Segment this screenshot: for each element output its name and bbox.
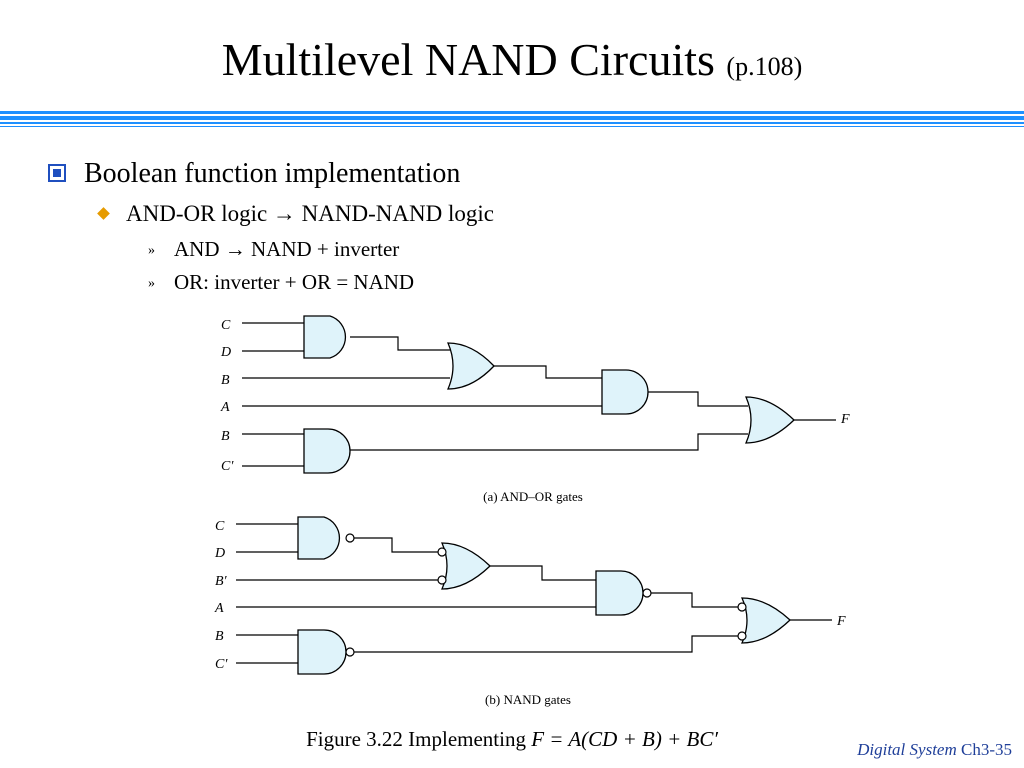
circuit-a: C D B A B C′ F (a) AND–OR gates xyxy=(220,315,850,504)
inversion-bubble xyxy=(737,631,747,641)
inversion-bubble xyxy=(345,533,355,543)
inversion-bubble xyxy=(437,575,447,585)
square-bullet-icon xyxy=(48,164,66,182)
input-label: D xyxy=(214,546,225,561)
inversion-bubble xyxy=(345,647,355,657)
title-divider xyxy=(0,111,1024,127)
chevron-bullet-icon: » xyxy=(148,276,155,291)
input-label: B xyxy=(221,373,230,388)
output-label: F xyxy=(840,412,850,427)
nand-gate xyxy=(595,570,644,616)
nand-gate xyxy=(297,516,341,560)
figure-caption-b: (b) NAND gates xyxy=(485,692,571,707)
input-label: A xyxy=(220,400,230,415)
figure-caption-a: (a) AND–OR gates xyxy=(483,489,583,504)
and-gate xyxy=(601,369,649,415)
circuit-b: C D B′ A B C′ F (b) NAND gates xyxy=(214,516,846,707)
inversion-bubble xyxy=(642,588,652,598)
bullet-level3-text: AND → NAND + inverter xyxy=(174,237,400,261)
bullet-level2: AND-OR logic → NAND-NAND logic xyxy=(97,200,494,228)
input-label: C xyxy=(221,318,231,333)
bullet-level3-item: » OR: inverter + OR = NAND xyxy=(148,269,414,295)
input-label: C xyxy=(215,519,225,534)
bullet-level2-text: AND-OR logic → NAND-NAND logic xyxy=(126,201,494,226)
chevron-bullet-icon: » xyxy=(148,243,155,258)
and-gate xyxy=(303,428,351,474)
input-label: C′ xyxy=(215,657,228,672)
inversion-bubble xyxy=(437,547,447,557)
and-gate xyxy=(303,315,347,359)
bullet-level1: Boolean function implementation xyxy=(48,158,460,190)
bullet-level3-text: OR: inverter + OR = NAND xyxy=(174,270,415,294)
figure-caption-expression: F = A(CD + B) + BC′ xyxy=(531,727,718,751)
title-text: Multilevel NAND Circuits xyxy=(221,34,715,85)
title-reference: (p.108) xyxy=(726,52,803,81)
bullet-level3-item: » AND → NAND + inverter xyxy=(148,236,399,262)
figure-caption: Figure 3.22 Implementing F = A(CD + B) +… xyxy=(0,727,1024,752)
input-label: D xyxy=(220,345,231,360)
page-title: Multilevel NAND Circuits (p.108) xyxy=(0,30,1024,97)
nand-gate xyxy=(297,629,347,675)
input-label: C′ xyxy=(221,459,234,474)
or-gate-inverted-inputs xyxy=(740,597,791,644)
input-label: B xyxy=(215,629,224,644)
input-label: B xyxy=(221,429,230,444)
inversion-bubble xyxy=(737,602,747,612)
bullet-level1-text: Boolean function implementation xyxy=(84,158,461,189)
input-label: B′ xyxy=(215,574,228,589)
footer-page-number: Ch3-35 xyxy=(961,740,1012,759)
output-label: F xyxy=(836,614,846,629)
input-label: A xyxy=(214,601,224,616)
footer-course: Digital System xyxy=(857,740,957,759)
footer: Digital System Ch3-35 xyxy=(857,740,1012,760)
figure-caption-prefix: Figure 3.22 Implementing xyxy=(306,727,532,751)
or-gate-inverted-inputs xyxy=(441,542,491,590)
or-gate xyxy=(447,342,495,390)
or-gate xyxy=(745,396,795,444)
